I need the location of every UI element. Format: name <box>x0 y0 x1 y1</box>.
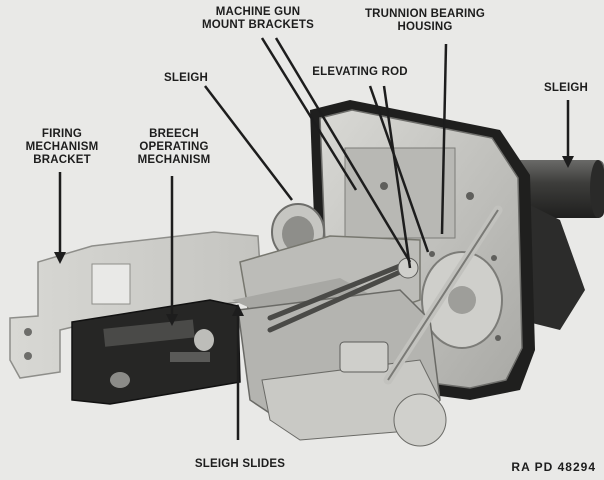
breech-operating-mechanism-label: BREECH OPERATING MECHANISM <box>137 128 211 166</box>
leader-arrowheads <box>54 156 574 326</box>
sleigh-slides-label: SLEIGH SLIDES <box>194 458 286 470</box>
trunnion-bearing-housing-label: TRUNNION BEARING HOUSING <box>364 8 486 33</box>
breech-operating-mechanism-block <box>71 299 241 405</box>
figure-caption: RA PD 48294 <box>511 460 596 474</box>
elevating-rod-label: ELEVATING ROD <box>312 66 408 78</box>
elevating-rod <box>339 205 503 385</box>
sleigh-right-label: SLEIGH <box>543 82 588 94</box>
machine-gun-mount-brackets-label: MACHINE GUN MOUNT BRACKETS <box>201 6 315 31</box>
leader-lines <box>58 37 570 440</box>
firing-mechanism-bracket-plate <box>9 231 263 379</box>
machine-gun-mount-brackets <box>267 259 413 333</box>
sleigh-left-label: SLEIGH <box>163 72 208 84</box>
firing-mechanism-bracket-label: FIRING MECHANISM BRACKET <box>25 128 99 166</box>
